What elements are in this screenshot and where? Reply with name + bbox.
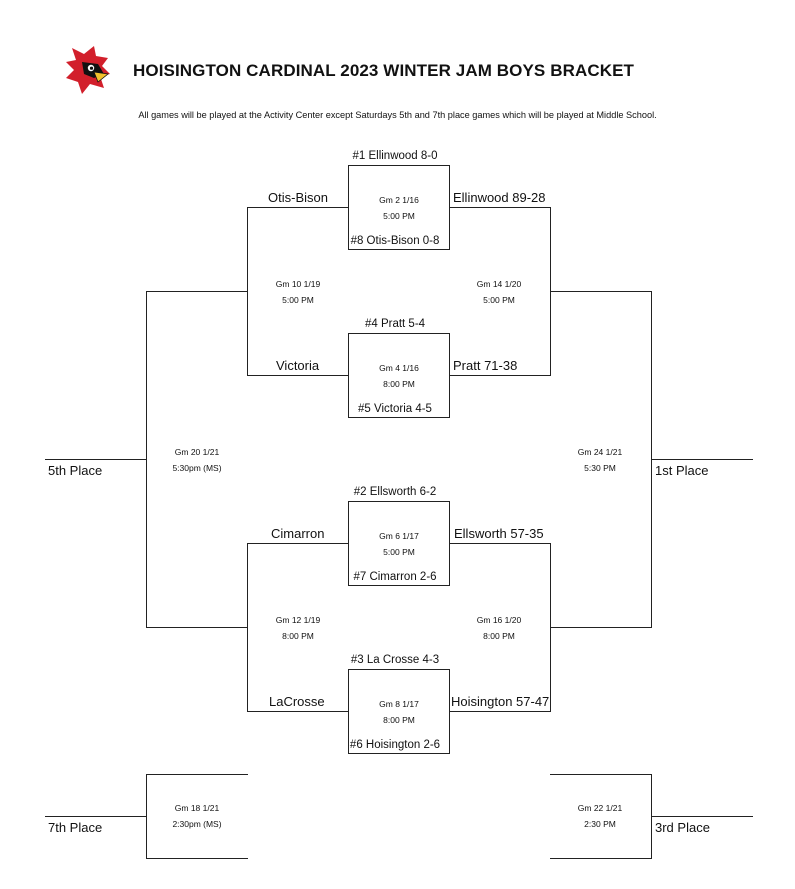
bracket-line xyxy=(247,543,349,544)
fifth-place-label: 5th Place xyxy=(48,463,103,478)
bracket-line xyxy=(348,417,450,418)
seed-label: #6 Hoisington 2-6 xyxy=(349,739,441,751)
bracket-line xyxy=(348,669,450,670)
third-place-label: 3rd Place xyxy=(655,820,710,835)
team-label: Ellsworth 57-35 xyxy=(454,526,544,541)
team-label: Victoria xyxy=(276,358,320,373)
bracket-line xyxy=(449,711,551,712)
team-label: Cimarron xyxy=(271,526,325,541)
first-place-label: 1st Place xyxy=(655,463,709,478)
bracket-line xyxy=(550,291,652,292)
bracket-line xyxy=(247,711,349,712)
bracket-line xyxy=(550,774,652,775)
bracket-line xyxy=(247,375,349,376)
seed-label: #7 Cimarron 2-6 xyxy=(353,571,437,583)
bracket-line xyxy=(146,291,248,292)
bracket-line xyxy=(449,375,551,376)
bracket-line xyxy=(550,627,652,628)
seed-label: #4 Pratt 5-4 xyxy=(364,318,426,330)
page-title: HOISINGTON CARDINAL 2023 WINTER JAM BOYS… xyxy=(133,61,635,80)
seed-label: #8 Otis-Bison 0-8 xyxy=(350,235,440,247)
bracket-line xyxy=(651,459,753,460)
bracket-line xyxy=(348,333,450,334)
bracket-line xyxy=(45,459,147,460)
bracket-line xyxy=(348,753,450,754)
seed-label: #2 Ellsworth 6-2 xyxy=(353,486,437,498)
bracket-line xyxy=(449,543,551,544)
seed-label: #1 Ellinwood 8-0 xyxy=(352,150,438,162)
bracket-line xyxy=(449,207,551,208)
team-label: LaCrosse xyxy=(269,694,325,709)
bracket-line xyxy=(348,585,450,586)
bracket-line xyxy=(146,774,248,775)
bracket-line xyxy=(348,249,450,250)
bracket-line xyxy=(651,816,753,817)
bracket-line xyxy=(550,858,652,859)
cardinal-logo-icon xyxy=(66,46,110,94)
seed-label: #3 La Crosse 4-3 xyxy=(350,654,440,666)
bracket-line xyxy=(348,165,450,166)
team-label: Ellinwood 89-28 xyxy=(453,190,546,205)
team-label: Hoisington 57-47 xyxy=(451,694,550,709)
bracket-line xyxy=(146,858,248,859)
page-subtitle: All games will be played at the Activity… xyxy=(138,110,657,120)
bracket-line xyxy=(348,501,450,502)
seed-label: #5 Victoria 4-5 xyxy=(358,403,432,415)
bracket-line xyxy=(146,627,248,628)
team-label: Pratt 71-38 xyxy=(453,358,518,373)
bracket-line xyxy=(247,207,349,208)
team-label: Otis-Bison xyxy=(268,190,328,205)
seventh-place-label: 7th Place xyxy=(48,820,103,835)
bracket-line xyxy=(45,816,147,817)
